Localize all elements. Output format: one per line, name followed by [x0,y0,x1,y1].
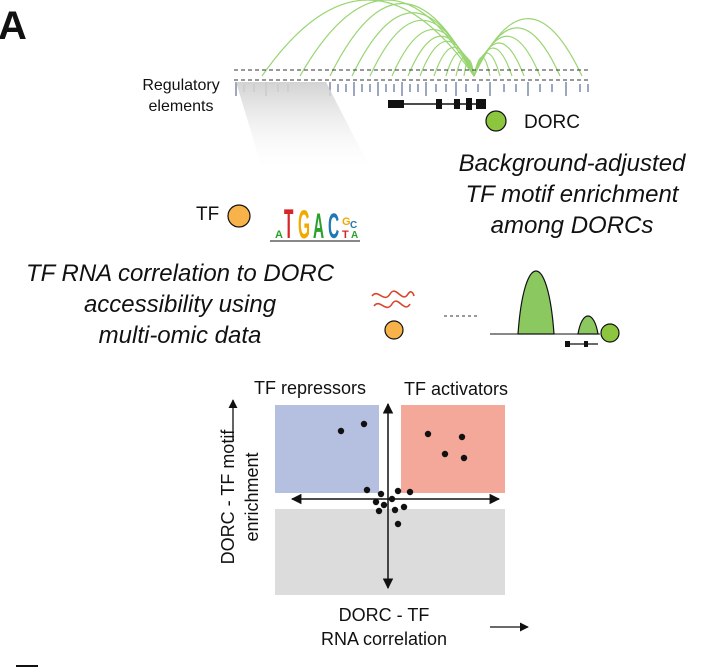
tf-dot [458,433,466,441]
svg-text:A: A [313,206,324,246]
motif-logo: A T G A C G T C A [270,200,360,248]
svg-text:T: T [284,200,293,248]
tf-dot [372,498,380,506]
tf-dot [360,420,368,428]
x-axis-label-line-2: RNA correlation [320,629,448,649]
y-axis-label-line-2: enrichment [242,452,262,542]
tf-dot [391,506,399,514]
svg-text:A: A [351,230,358,241]
tf-dot [388,495,396,503]
tf-circle [227,204,251,228]
accessibility-peaks [490,270,600,347]
dorc-peak-circle [600,323,620,343]
arc-link [473,18,583,77]
neutral-region [275,509,505,595]
svg-text:A: A [275,229,283,241]
tf-dot [337,427,345,435]
tf-dot [377,490,385,498]
motif-enrichment-line-1: Background-adjusted [458,150,686,177]
tf-dot [400,503,408,511]
tf-activators-label: TF activators [404,379,509,399]
regulatory-elements-line-2: elements [148,98,214,115]
arc-link [445,51,475,77]
tf-rna-squiggle-icon [371,290,415,309]
tf-dot [380,501,388,509]
regulatory-elements-line-1: Regulatory [142,77,220,94]
tf-dot [363,486,371,494]
dorc-label: DORC [524,112,580,133]
tf-dot [394,487,402,495]
tf-dots [337,420,468,528]
tf-dot [394,520,402,528]
motif-enrichment-caption: Background-adjusted TF motif enrichment … [436,148,706,241]
svg-text:C: C [350,220,357,231]
arc-link [433,46,475,77]
activator-quadrant [401,405,505,493]
gene-model [388,98,486,110]
motif-enrichment-line-2: TF motif enrichment [465,181,679,208]
rna-correlation-caption: TF RNA correlation to DORC accessibility… [0,258,360,351]
tf-dot [375,507,383,515]
svg-text:C: C [328,206,339,246]
x-axis-label-line-1: DORC - TF [338,605,430,625]
y-axis-label-line-1: DORC - TF motif [218,429,238,565]
svg-text:G: G [342,216,351,228]
arc-link [261,0,475,77]
tf-dot [441,450,449,458]
rna-correlation-line-2: accessibility using [83,291,277,318]
dorc-circle [485,110,507,132]
motif-enrichment-line-3: among DORCs [490,212,654,239]
panel-letter: A [0,4,27,48]
tf-dot [460,454,468,462]
tf-rna-circle [384,320,404,340]
repressor-quadrant [275,405,379,493]
regulatory-elements-label: Regulatory elements [126,75,236,117]
arc-link [463,59,475,77]
tf-label: TF [196,204,220,225]
svg-text:G: G [298,204,310,247]
peak-gene-arcs [261,0,583,77]
svg-text:T: T [342,229,349,241]
x-axis-label: DORC - TF RNA correlation [318,603,450,651]
rna-correlation-line-1: TF RNA correlation to DORC [25,260,335,287]
tf-repressors-label: TF repressors [254,378,367,398]
tf-dot [406,488,414,496]
zoom-funnel [236,82,370,168]
rna-correlation-line-3: multi-omic data [98,322,262,349]
tf-dot [424,430,432,438]
